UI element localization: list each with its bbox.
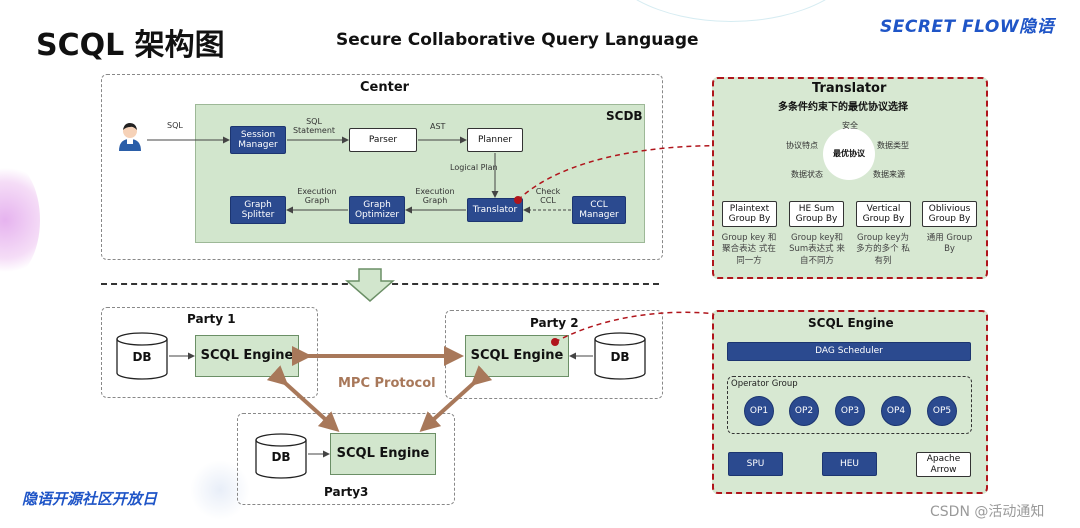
scdb-label: SCDB	[606, 109, 643, 123]
oblivious-group-by-note: 通用 Group By	[926, 233, 973, 255]
op4-node: OP4	[881, 396, 911, 426]
op3-node: OP3	[835, 396, 865, 426]
csdn-watermark: CSDN @活动通知	[930, 504, 1045, 520]
execution-graph-label-1: Execution Graph	[415, 186, 455, 205]
he-sum-group-by-note: Group key和 Sum表达式 来自不同方	[789, 233, 845, 266]
party1-db-label: DB	[132, 350, 152, 365]
party3-scql-engine: SCQL Engine	[330, 433, 436, 475]
vertical-group-by-note: Group key为 多方的多个 私有列	[856, 233, 910, 266]
optimal-protocol-label: 最优协议	[833, 149, 865, 159]
footer-slogan: 隐语开源社区开放日	[22, 490, 158, 508]
spu-block: SPU	[728, 452, 783, 476]
parser-node: Parser	[349, 128, 417, 152]
center-label: Center	[360, 80, 410, 95]
scql-engine-panel-title: SCQL Engine	[808, 316, 894, 330]
op1-node: OP1	[744, 396, 774, 426]
factor-data-source: 数据来源	[873, 170, 905, 179]
factor-data-state: 数据状态	[791, 170, 823, 179]
party3-container	[237, 413, 455, 505]
party3-db-icon	[255, 433, 307, 479]
plaintext-group-by-option: Plaintext Group By	[722, 201, 777, 227]
party1-label: Party 1	[187, 312, 236, 326]
party1-db-icon	[116, 332, 168, 380]
optimal-protocol-circle	[823, 128, 875, 180]
dag-scheduler-bar: DAG Scheduler	[727, 342, 971, 361]
mpc-protocol-label: MPC Protocol	[338, 376, 436, 391]
page-title: SCQL 架构图	[36, 28, 225, 63]
down-arrow	[345, 268, 395, 302]
factor-data-type: 数据类型	[877, 141, 909, 150]
decorative-bubble	[190, 460, 250, 520]
brand-logo: SECRET FLOW隐语	[880, 17, 1055, 37]
graph-optimizer-node: Graph Optimizer	[349, 196, 405, 224]
sql-statement-label: SQL Statement	[292, 116, 336, 135]
translator-panel-subtitle: 多条件约束下的最优协议选择	[778, 102, 908, 113]
op2-node: OP2	[789, 396, 819, 426]
factor-protocol-features: 协议特点	[786, 141, 818, 150]
party3-db-label: DB	[271, 450, 291, 465]
session-manager-node: Session Manager	[230, 126, 286, 154]
check-ccl-label: Check CCL	[535, 186, 561, 205]
planner-node: Planner	[467, 128, 523, 152]
party2-db-label: DB	[610, 350, 630, 365]
logical-plan-label: Logical Plan	[450, 163, 498, 172]
apache-arrow-block: Apache Arrow	[916, 452, 971, 477]
page-subtitle: Secure Collaborative Query Language	[336, 30, 699, 50]
operator-group-container	[727, 376, 972, 434]
translator-panel-title: Translator	[812, 81, 887, 96]
party3-label: Party3	[324, 485, 369, 499]
user-icon	[115, 121, 145, 151]
party2-db-icon	[594, 332, 646, 380]
plaintext-group-by-note: Group key 和聚合表达 式在同一方	[721, 233, 777, 266]
vertical-group-by-option: Vertical Group By	[856, 201, 911, 227]
graph-splitter-node: Graph Splitter	[230, 196, 286, 224]
op5-node: OP5	[927, 396, 957, 426]
ast-label: AST	[430, 122, 446, 131]
he-sum-group-by-option: HE Sum Group By	[789, 201, 844, 227]
center-container	[101, 74, 663, 260]
translator-node: Translator	[467, 198, 523, 222]
oblivious-group-by-option: Oblivious Group By	[922, 201, 977, 227]
ccl-manager-node: CCL Manager	[572, 196, 626, 224]
sql-edge-label: SQL	[167, 121, 183, 130]
heu-block: HEU	[822, 452, 877, 476]
execution-graph-label-2: Execution Graph	[297, 186, 337, 205]
operator-group-label: Operator Group	[731, 379, 798, 389]
party2-label: Party 2	[530, 316, 579, 330]
factor-security: 安全	[842, 121, 858, 130]
